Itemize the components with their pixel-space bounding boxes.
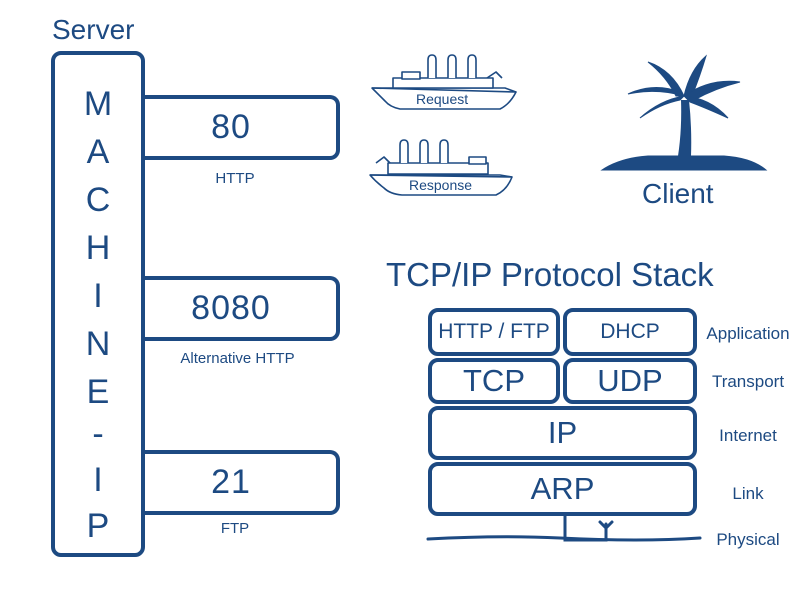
application-right-text: DHCP [600, 320, 660, 343]
palm-tree-island-icon [600, 54, 768, 171]
column-letter: I [93, 461, 103, 499]
response-label: Response [409, 177, 473, 193]
column-letter: - [92, 415, 104, 453]
response-ship-icon [369, 139, 513, 196]
port-box-21: 21 [140, 450, 340, 515]
column-letter: M [83, 85, 113, 123]
application-http-ftp-cell: HTTP / FTP [428, 308, 560, 356]
cable-icon [426, 514, 702, 542]
transport-right-text: UDP [597, 363, 663, 398]
column-letter: A [86, 133, 110, 171]
column-letter: C [85, 181, 111, 219]
stack-title: TCP/IP Protocol Stack [386, 256, 714, 293]
column-letter: N [85, 325, 111, 363]
transport-left-text: TCP [463, 363, 525, 398]
link-text: ARP [530, 471, 595, 506]
internet-layer-label: Internet [719, 426, 777, 445]
physical-layer-label: Physical [716, 530, 780, 549]
internet-ip-cell: IP [428, 406, 697, 460]
port-name-alt-http: Alternative HTTP [180, 350, 295, 367]
link-layer-label: Link [732, 484, 764, 503]
column-letter: E [86, 373, 110, 411]
link-arp-cell: ARP [428, 462, 697, 516]
port-name-ftp: FTP [220, 520, 250, 537]
client-label: Client [642, 178, 714, 209]
internet-text: IP [547, 415, 578, 450]
port-box-8080: 8080 [140, 276, 340, 341]
request-label: Request [416, 91, 469, 107]
port-number-21: 21 [211, 463, 251, 501]
column-letter: P [86, 507, 110, 545]
column-letter: H [85, 229, 111, 267]
column-letter: I [93, 277, 103, 315]
port-name-http: HTTP [215, 170, 255, 187]
transport-udp-cell: UDP [563, 358, 697, 404]
transport-tcp-cell: TCP [428, 358, 560, 404]
transport-layer-label: Transport [711, 372, 785, 391]
request-ship-icon [371, 54, 517, 110]
application-dhcp-cell: DHCP [563, 308, 697, 356]
server-title: Server [52, 14, 135, 45]
port-number-8080: 8080 [191, 289, 271, 327]
application-left-text: HTTP / FTP [438, 320, 550, 343]
server-machine-ip-column: M A C H I N E - I P [51, 51, 145, 557]
port-number-80: 80 [211, 108, 251, 146]
application-layer-label: Application [706, 324, 790, 343]
port-box-80: 80 [140, 95, 340, 160]
